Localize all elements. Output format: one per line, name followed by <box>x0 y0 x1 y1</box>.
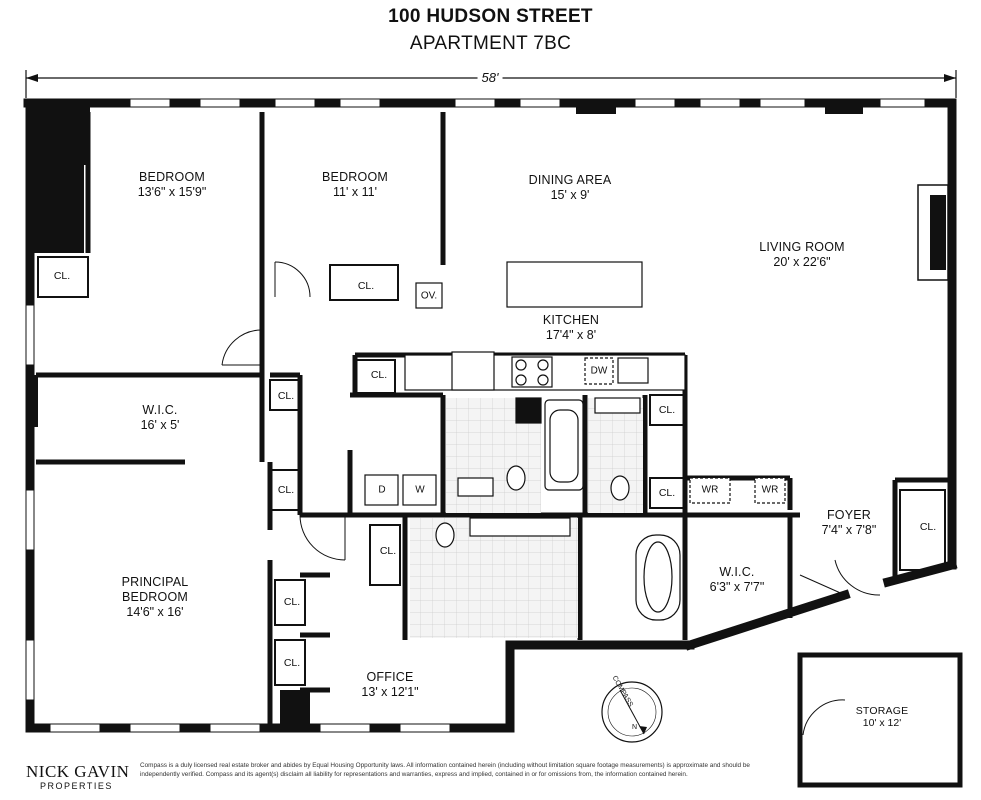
wine-fridge-label: WR <box>701 484 719 496</box>
room-dims: 10' x 12' <box>862 717 902 729</box>
room-dims: 11' x 11' <box>333 185 377 199</box>
room-foyer: FOYER 7'4" x 7'8" <box>822 508 877 538</box>
room-dims: 6'3" x 7'7" <box>709 580 765 594</box>
closets <box>37 256 946 686</box>
closet-label: CL. <box>919 521 937 533</box>
storage-room <box>797 652 963 788</box>
washer-label: W <box>415 484 425 496</box>
closet-label: CL. <box>658 404 676 416</box>
plan-title: 100 HUDSON STREET <box>388 6 593 27</box>
room-name: OFFICE <box>366 670 414 684</box>
oven <box>415 282 443 309</box>
room-name: BEDROOM <box>139 170 205 184</box>
closet-label: CL. <box>283 596 301 608</box>
closet-label: CL. <box>658 487 676 499</box>
room-dims: 13' x 12'1" <box>361 685 419 699</box>
room-living: LIVING ROOM 20' x 22'6" <box>759 240 845 270</box>
windows <box>25 98 926 733</box>
room-bedroom-1: BEDROOM 13'6" x 15'9" <box>138 170 207 200</box>
brand-name: NICK GAVIN <box>26 762 130 781</box>
room-dims: 7'4" x 7'8" <box>821 523 877 537</box>
room-name: LIVING ROOM <box>759 240 845 254</box>
dryer <box>364 474 399 506</box>
room-dims: 14'6" x 16' <box>126 605 184 619</box>
closet-label: CL. <box>53 270 71 282</box>
toilet-2 <box>610 475 630 501</box>
room-bedroom-2: BEDROOM 11' x 11' <box>322 170 388 200</box>
room-dining: DINING AREA 15' x 9' <box>529 173 612 203</box>
room-name: BEDROOM <box>322 170 388 184</box>
kitchen-fixtures <box>364 261 786 506</box>
room-name: KITCHEN <box>542 313 600 327</box>
plan-subtitle: APARTMENT 7BC <box>409 33 572 54</box>
room-name: W.I.C. <box>142 403 178 417</box>
wine-fridge-label: WR <box>761 484 779 496</box>
room-name: STORAGE <box>855 705 909 717</box>
room-dims: 16' x 5' <box>140 418 180 432</box>
closet-label: CL. <box>277 390 295 402</box>
kitchen-island <box>506 261 643 308</box>
dishwasher <box>584 357 614 385</box>
wine-fridge-2 <box>754 477 786 504</box>
wine-fridge-1 <box>689 477 731 504</box>
bath-fixtures <box>435 397 681 621</box>
room-kitchen: KITCHEN 17'4" x 8' <box>543 313 599 343</box>
closet-label: CL. <box>379 545 397 557</box>
room-wic-1: W.I.C. 16' x 5' <box>141 403 180 433</box>
disclaimer: Compass is a duly licensed real estate b… <box>140 762 750 778</box>
room-name: W.I.C. <box>719 565 755 579</box>
kitchen-sink <box>617 357 649 384</box>
closet-label: CL. <box>357 280 375 292</box>
compass-north: N <box>632 724 638 731</box>
room-dims: 15' x 9' <box>550 188 590 202</box>
closet-label: CL. <box>370 369 388 381</box>
room-principal-bedroom: PRINCIPAL BEDROOM 14'6" x 16' <box>122 575 189 620</box>
compass-icon <box>601 681 663 743</box>
closet-label: CL. <box>277 484 295 496</box>
room-name: DINING AREA <box>528 173 612 187</box>
room-name: FOYER <box>826 508 872 522</box>
closet-label: CL. <box>283 657 301 669</box>
room-storage: STORAGE 10' x 12' <box>856 705 909 729</box>
refrigerator <box>451 351 495 391</box>
room-wic-2: W.I.C. 6'3" x 7'7" <box>710 565 765 595</box>
room-dims: 13'6" x 15'9" <box>137 185 207 199</box>
room-name-2: BEDROOM <box>122 590 188 604</box>
washer <box>402 474 437 506</box>
room-office: OFFICE 13' x 12'1" <box>361 670 418 700</box>
dryer-label: D <box>378 484 386 496</box>
room-dims: 20' x 22'6" <box>773 255 831 269</box>
overall-width-label: 58' <box>477 70 503 85</box>
brand-subtitle: PROPERTIES <box>40 781 113 791</box>
room-dims: 17'4" x 8' <box>545 328 597 342</box>
toilet-3 <box>435 522 455 548</box>
oven-label: OV. <box>420 290 438 302</box>
room-name: PRINCIPAL <box>121 575 189 589</box>
dishwasher-label: DW <box>590 365 608 377</box>
toilet-1 <box>506 465 526 491</box>
